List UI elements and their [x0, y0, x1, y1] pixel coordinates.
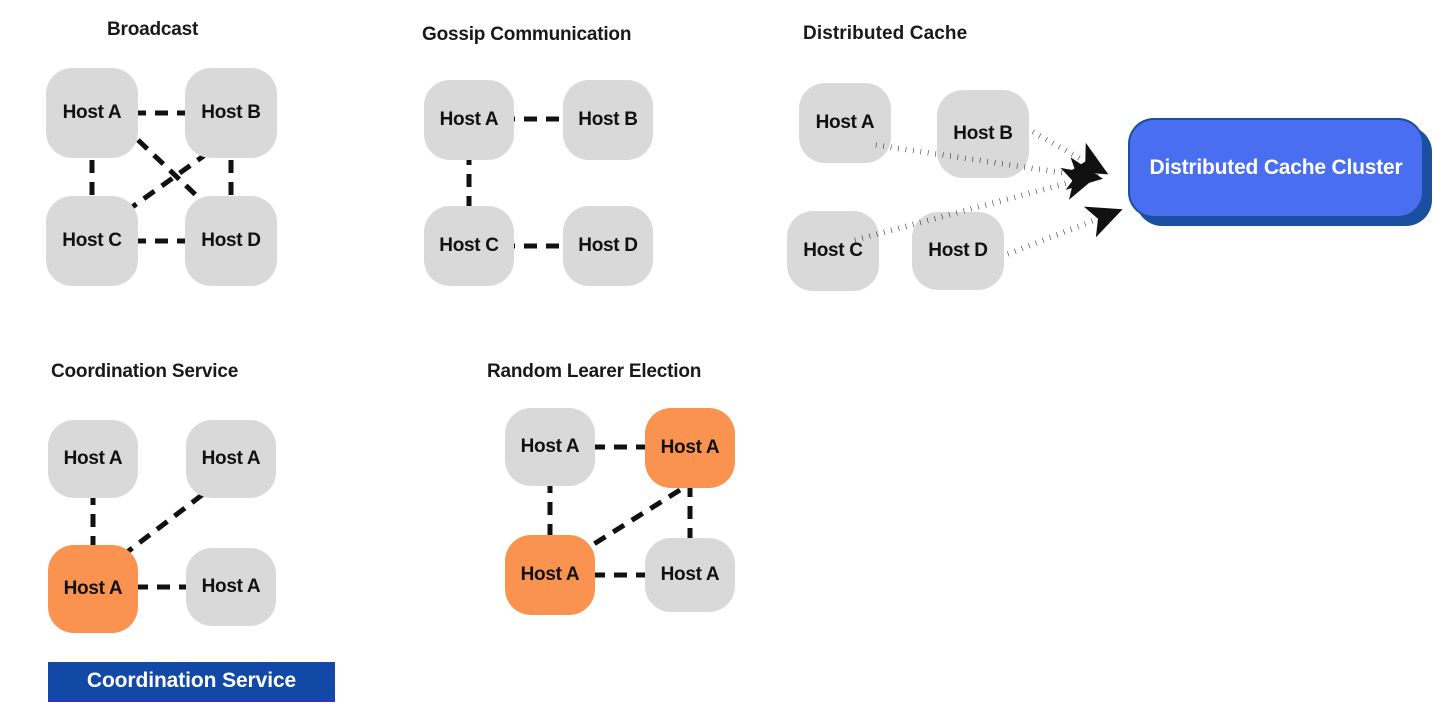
host-node-rl-4[interactable]: Host A — [645, 538, 735, 612]
host-node-gs-c[interactable]: Host C — [424, 206, 514, 286]
arrow-distributed-cache-3 — [1006, 206, 1123, 257]
host-node-label: Host A — [201, 448, 261, 469]
arrow-distributed-cache-1 — [1031, 129, 1109, 175]
host-node-dc-a[interactable]: Host A — [799, 83, 891, 163]
host-node-bc-c[interactable]: Host C — [46, 196, 138, 286]
host-node-rl-1[interactable]: Host A — [505, 408, 595, 486]
host-node-dc-d[interactable]: Host D — [912, 212, 1004, 290]
host-node-bc-d[interactable]: Host D — [185, 196, 277, 286]
host-node-label: Host D — [928, 240, 988, 261]
host-node-label: Host B — [578, 109, 638, 130]
host-node-cs-1[interactable]: Host A — [48, 420, 138, 498]
host-node-cs-4[interactable]: Host A — [186, 548, 276, 626]
host-node-gs-a[interactable]: Host A — [424, 80, 514, 160]
host-node-dc-b[interactable]: Host B — [937, 90, 1029, 178]
host-node-label: Host D — [578, 235, 638, 256]
host-node-label: Host A — [62, 102, 122, 123]
host-node-label: Host A — [63, 578, 123, 599]
host-node-label: Host A — [201, 576, 261, 597]
host-node-label: Host A — [660, 437, 720, 458]
edge-coordination-service-1 — [120, 490, 208, 558]
host-node-label: Host C — [803, 240, 863, 261]
coordination-service-banner[interactable]: Coordination Service — [48, 662, 335, 702]
host-node-label: Host A — [660, 564, 720, 585]
host-node-label: Host A — [63, 448, 123, 469]
host-node-rl-3[interactable]: Host A — [505, 535, 595, 615]
host-node-label: Host C — [62, 230, 122, 251]
host-node-label: Host C — [439, 235, 499, 256]
coordination-service-banner-label: Coordination Service — [86, 669, 297, 692]
panel-title-distributed-cache: Distributed Cache — [803, 23, 968, 44]
host-node-dc-c[interactable]: Host C — [787, 211, 879, 291]
panel-title-random-leader-election: Random Learer Election — [487, 361, 702, 382]
panel-title-coordination-service: Coordination Service — [51, 361, 239, 382]
host-node-bc-a[interactable]: Host A — [46, 68, 138, 158]
panel-title-gossip: Gossip Communication — [422, 24, 632, 45]
cluster-box-label: Distributed Cache Cluster — [1149, 156, 1403, 179]
host-node-label: Host A — [815, 112, 875, 133]
host-node-cs-2[interactable]: Host A — [186, 420, 276, 498]
host-node-gs-b[interactable]: Host B — [563, 80, 653, 160]
panel-title-broadcast: Broadcast — [107, 19, 199, 40]
host-node-gs-d[interactable]: Host D — [563, 206, 653, 286]
host-node-label: Host B — [953, 123, 1013, 144]
host-node-rl-2[interactable]: Host A — [645, 408, 735, 488]
distributed-cache-cluster-box[interactable]: Distributed Cache Cluster — [1128, 118, 1424, 218]
host-node-label: Host D — [201, 230, 261, 251]
host-node-label: Host A — [520, 436, 580, 457]
host-node-label: Host A — [439, 109, 499, 130]
host-node-label: Host A — [520, 564, 580, 585]
host-node-label: Host B — [201, 102, 261, 123]
host-node-bc-b[interactable]: Host B — [185, 68, 277, 158]
host-node-cs-3[interactable]: Host A — [48, 545, 138, 633]
